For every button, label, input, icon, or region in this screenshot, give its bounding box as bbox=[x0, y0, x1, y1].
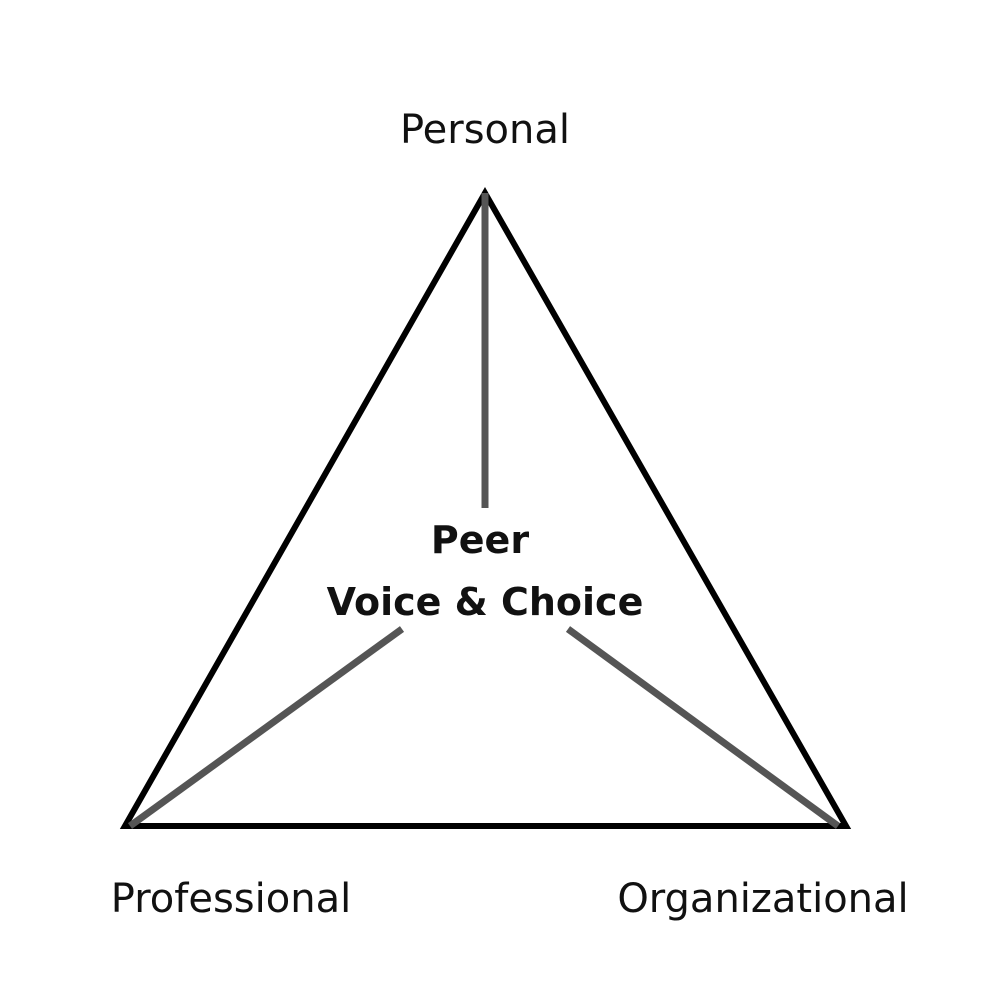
center-label-line1: Peer bbox=[431, 518, 529, 562]
triangle-outline bbox=[119, 186, 852, 829]
spoke-organizational bbox=[565, 626, 841, 829]
vertex-label-personal: Personal bbox=[400, 107, 570, 153]
spoke-professional bbox=[127, 626, 405, 829]
vertex-label-organizational: Organizational bbox=[617, 876, 908, 922]
vertex-label-professional: Professional bbox=[111, 876, 351, 922]
center-label-line2: Voice & Choice bbox=[327, 580, 644, 624]
